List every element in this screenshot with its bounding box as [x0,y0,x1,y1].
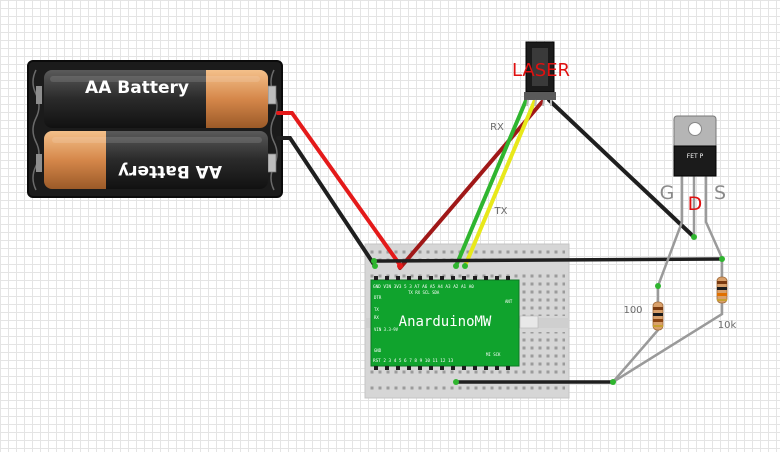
fet-body-label: FET P [687,153,704,160]
resistor-100-label: 100 [623,305,642,316]
fet-pin-g: G [660,182,675,204]
wire-100-lead-bottom [611,328,660,384]
board-bottom-pins-sub: MI SCK [486,352,501,357]
wire-laser-ground [547,98,696,239]
board-name: AnarduinoMW [399,314,492,330]
resistor-10k-label: 10k [718,320,737,331]
fet-pin-s: S [714,182,726,204]
resistor-100 [652,301,664,331]
laser-label: LASER [512,60,570,81]
board-tx-label: TX [374,307,379,312]
board-top-pins-sub: TX RX SCL SDA [408,290,440,295]
rx-wire-label: RX [490,122,504,133]
board-gnd-label: GND [374,348,382,353]
wire-battery-red [276,111,402,267]
battery-cell-top: AA Battery [44,70,268,128]
wire-end-nodes [371,234,725,385]
battery-cell-bottom: AA Battery [44,131,268,189]
wire-rx-green [454,96,529,268]
wire-battery-black [276,136,377,268]
battery-top-label: AA Battery [85,78,189,98]
battery-bottom-label: AA Battery [118,161,222,181]
fet-transistor: FET P [673,115,717,177]
board-ant-label: ANT [505,299,513,304]
laser-module [524,41,556,107]
wire-ground-rail [372,257,724,263]
board-vin-label: VIN 3.3-9V [374,327,399,332]
tx-wire-label: TX [494,206,508,217]
wire-laser-darkred [398,100,544,270]
wire-10k-lead-bottom [611,300,724,384]
board-dtr-label: DTR [374,295,382,300]
wire-fet-gate [656,174,684,288]
resistor-10k [716,276,728,304]
board-top-pins: GND VIN 3V3 5 3 A7 A6 A5 A4 A3 A2 A1 A0 [373,284,474,290]
board-bottom-pins: RST 2 3 4 5 6 7 8 9 10 11 12 13 [373,358,454,364]
board-rx-label: RX [374,315,379,320]
fet-pin-d: D [688,193,703,215]
wire-tx-yellow [463,98,537,268]
wire-fet-source [704,174,724,260]
anarduino-board: GND VIN 3V3 5 3 A7 A6 A5 A4 A3 A2 A1 A0 … [370,276,539,370]
